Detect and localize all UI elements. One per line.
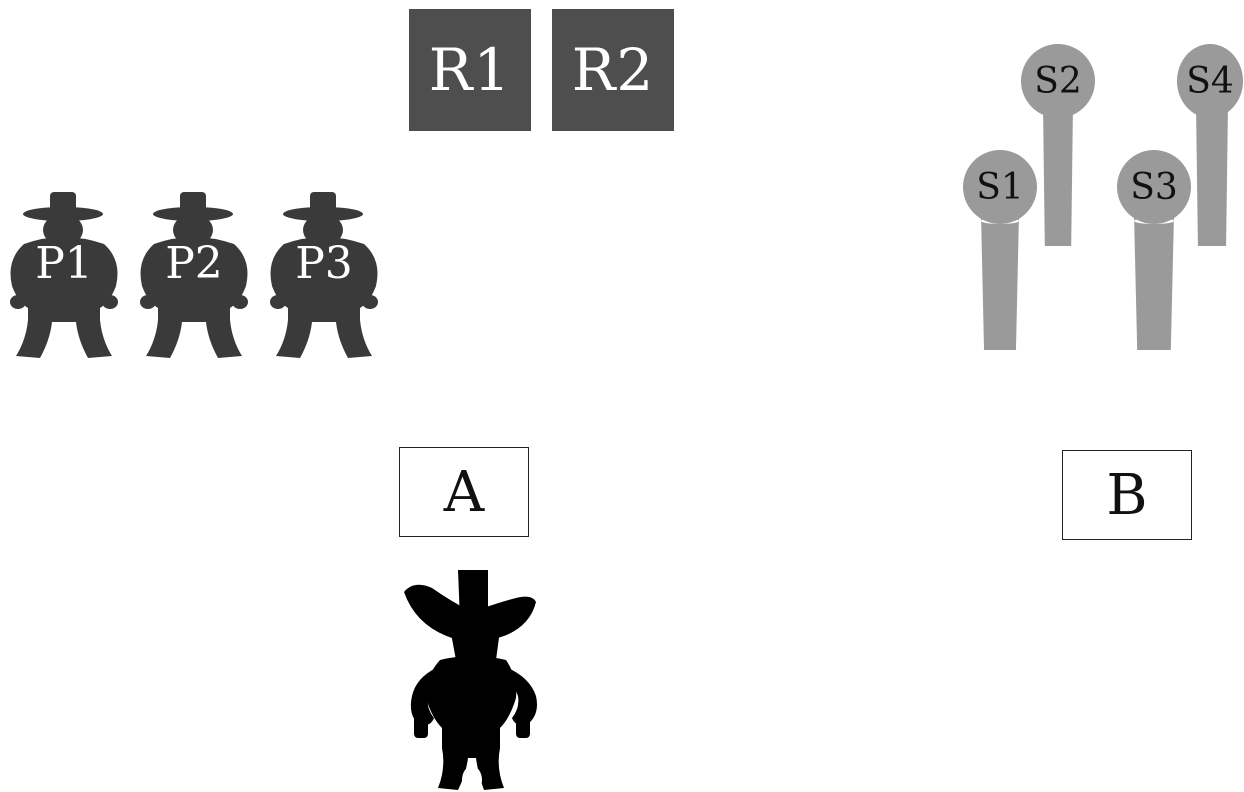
microphone-stand-icon bbox=[1043, 104, 1073, 246]
r2-box[interactable]: R2 bbox=[552, 9, 674, 131]
slot-s2[interactable]: S2 bbox=[1020, 44, 1100, 246]
slot-s1[interactable]: S1 bbox=[961, 150, 1041, 352]
person-p1[interactable]: P1 bbox=[4, 190, 124, 362]
slot-label: S2 bbox=[1021, 44, 1095, 118]
cowboy-silhouette-icon bbox=[10, 192, 118, 358]
slot-label: S3 bbox=[1117, 150, 1191, 224]
r1-box[interactable]: R1 bbox=[409, 9, 531, 131]
slot-label: S4 bbox=[1177, 44, 1243, 118]
person-p3[interactable]: P3 bbox=[264, 190, 384, 362]
person-p2[interactable]: P2 bbox=[134, 190, 254, 362]
slot-label: S1 bbox=[963, 150, 1037, 224]
slot-s3[interactable]: S3 bbox=[1116, 150, 1196, 352]
box-a[interactable]: A bbox=[399, 447, 529, 537]
microphone-stand-icon bbox=[1196, 104, 1228, 246]
cowboy-standing-icon[interactable] bbox=[396, 568, 546, 792]
microphone-stand-icon bbox=[981, 214, 1019, 350]
person-label: P1 bbox=[35, 238, 93, 289]
slot-s4[interactable]: S4 bbox=[1176, 44, 1244, 246]
person-label: P3 bbox=[295, 238, 353, 289]
cowboy-silhouette-icon bbox=[270, 192, 378, 358]
person-label: P2 bbox=[165, 238, 223, 289]
cowboy-silhouette-icon bbox=[140, 192, 248, 358]
box-b[interactable]: B bbox=[1062, 450, 1192, 540]
microphone-stand-icon bbox=[1134, 214, 1174, 350]
